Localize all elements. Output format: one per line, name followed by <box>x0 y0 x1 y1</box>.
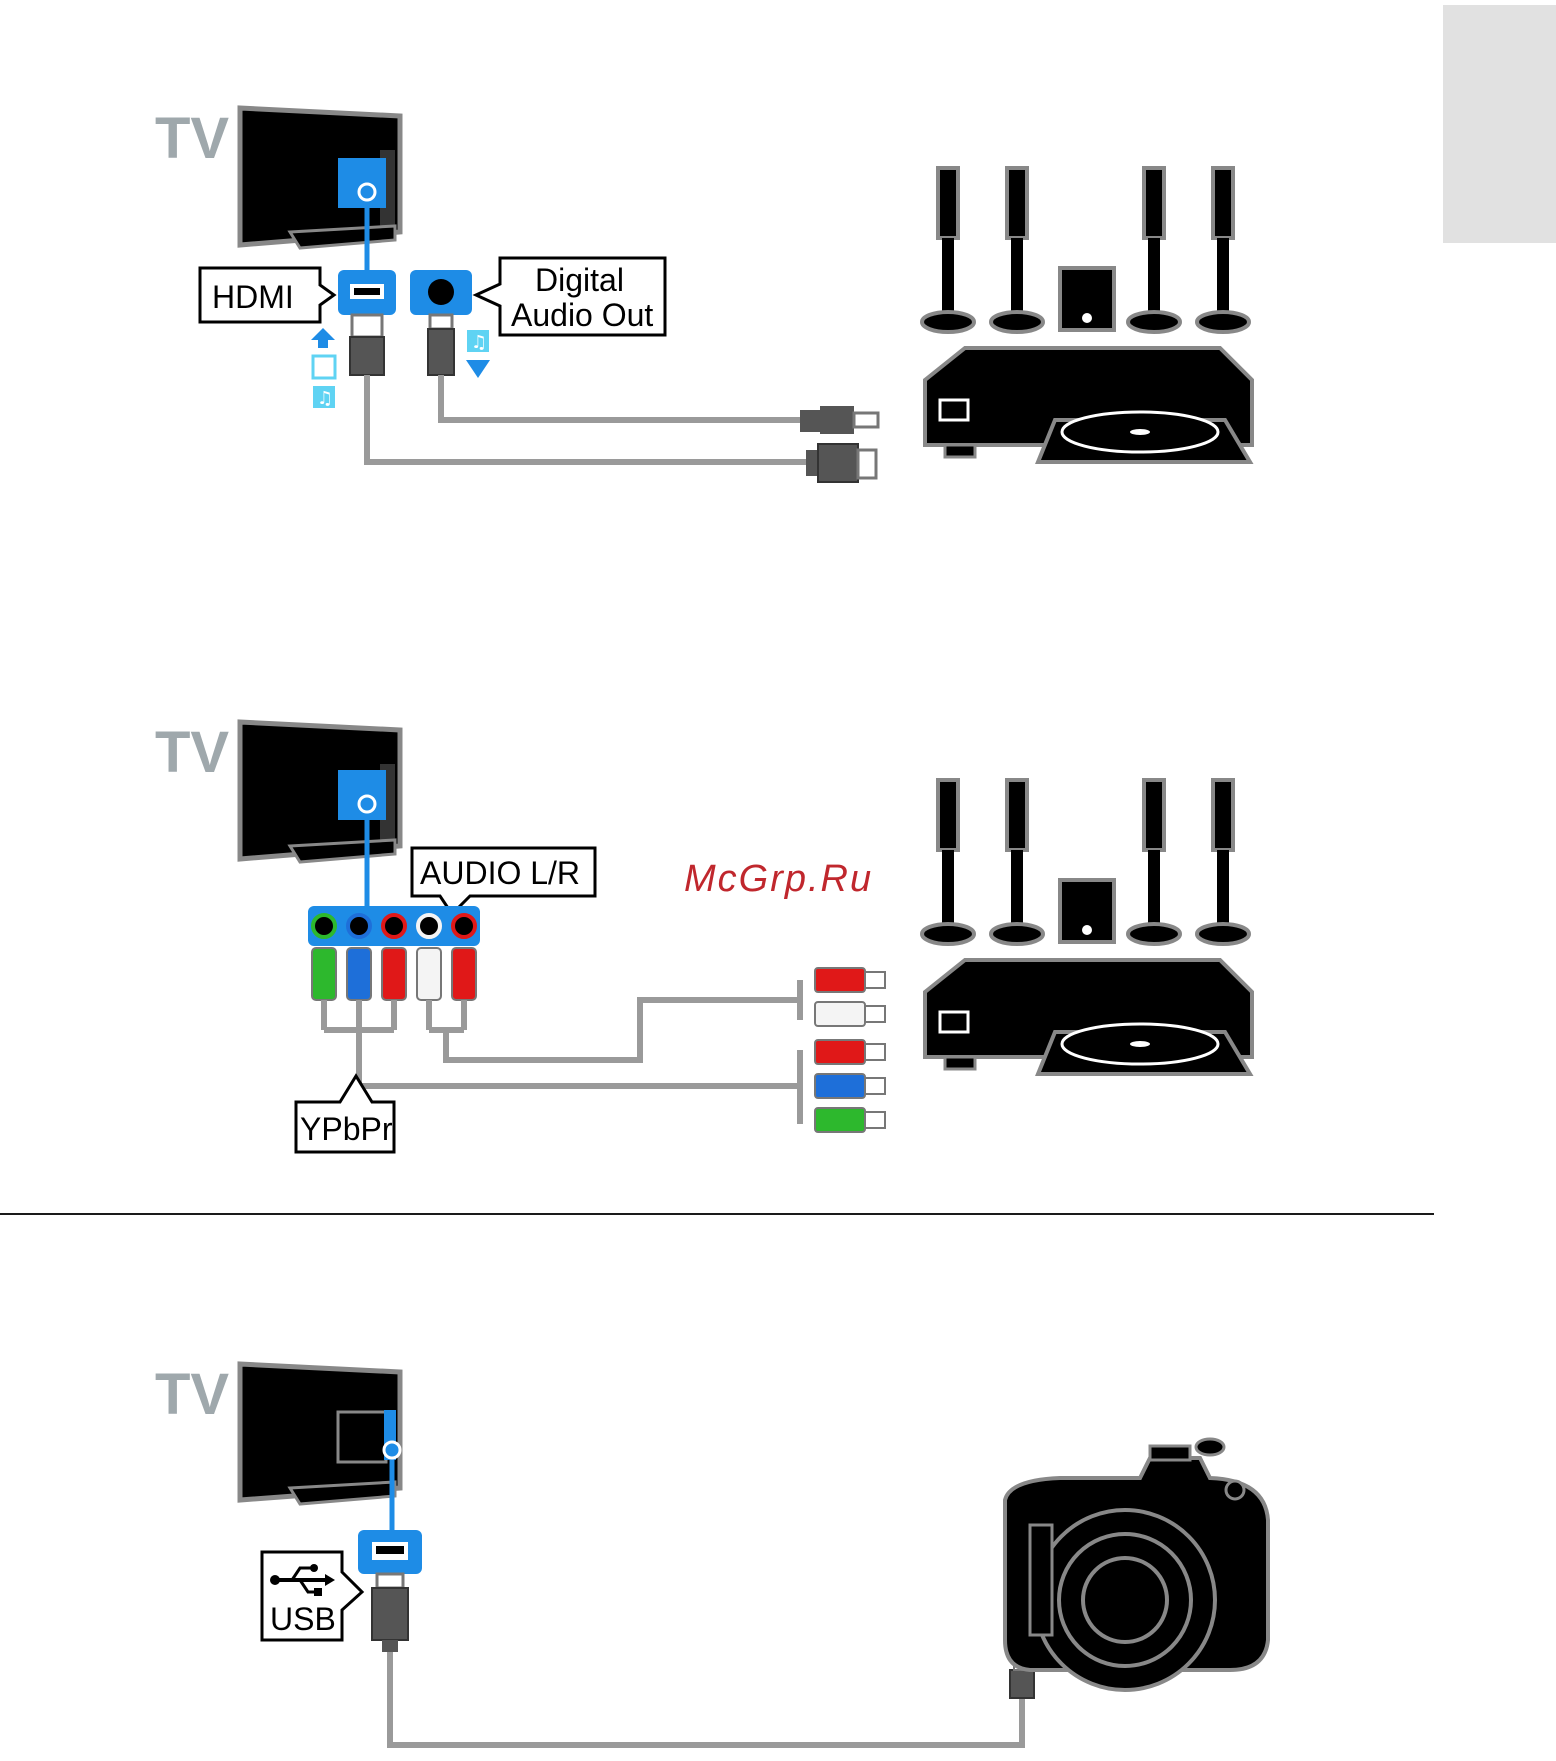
audio-lr-label: AUDIO L/R <box>420 855 580 891</box>
diagram-ypbpr-audio: TV AUDIO L/R YPbPr <box>0 700 1556 1180</box>
ypbpr-cable <box>324 1000 800 1086</box>
tv-label: TV <box>155 106 229 171</box>
coax-plug <box>428 329 454 375</box>
rca-plug-ends <box>815 968 885 1132</box>
home-theater-system-icon <box>922 168 1252 462</box>
rca-plugs <box>312 948 476 1000</box>
usb-callout: USB <box>262 1552 362 1640</box>
tv-port-highlight <box>338 158 386 208</box>
watermark: McGrp.Ru <box>684 858 873 901</box>
svg-text:♫: ♫ <box>317 388 333 409</box>
digital-audio-label-line2: Audio Out <box>511 297 653 333</box>
tv-label: TV <box>155 720 229 785</box>
camera-icon <box>1005 1439 1268 1690</box>
digital-audio-label-line1: Digital <box>535 262 624 298</box>
home-theater-system-icon <box>922 780 1252 1074</box>
usb-cable <box>390 1652 1022 1745</box>
digital-audio-callout: Digital Audio Out <box>476 258 665 335</box>
down-arrow-icon <box>466 360 490 378</box>
usb-plug <box>372 1588 408 1640</box>
section-divider <box>0 1213 1434 1215</box>
video-icon <box>313 356 335 378</box>
coax-cable <box>441 375 805 420</box>
diagram-usb-camera: TV USB <box>0 1340 1556 1761</box>
hdmi-plug-head <box>352 315 382 337</box>
audio-lr-callout: AUDIO L/R <box>412 848 595 914</box>
hdmi-callout: HDMI <box>200 268 334 322</box>
hdmi-plug <box>350 337 384 375</box>
hdmi-label: HDMI <box>212 279 294 315</box>
svg-text:♫: ♫ <box>471 332 487 353</box>
tv-icon <box>240 1364 400 1504</box>
usb-label: USB <box>270 1601 336 1637</box>
tv-label: TV <box>155 1362 229 1427</box>
audio-cable <box>429 1000 800 1060</box>
diagram-hdmi-digital-audio: TV HDMI ♫ Digital Audio Out ♫ <box>0 0 1556 500</box>
mini-usb-plug <box>1010 1670 1034 1698</box>
ypbpr-label: YPbPr <box>300 1111 393 1147</box>
up-arrow-icon <box>311 328 335 348</box>
tv-port-highlight <box>338 770 386 820</box>
